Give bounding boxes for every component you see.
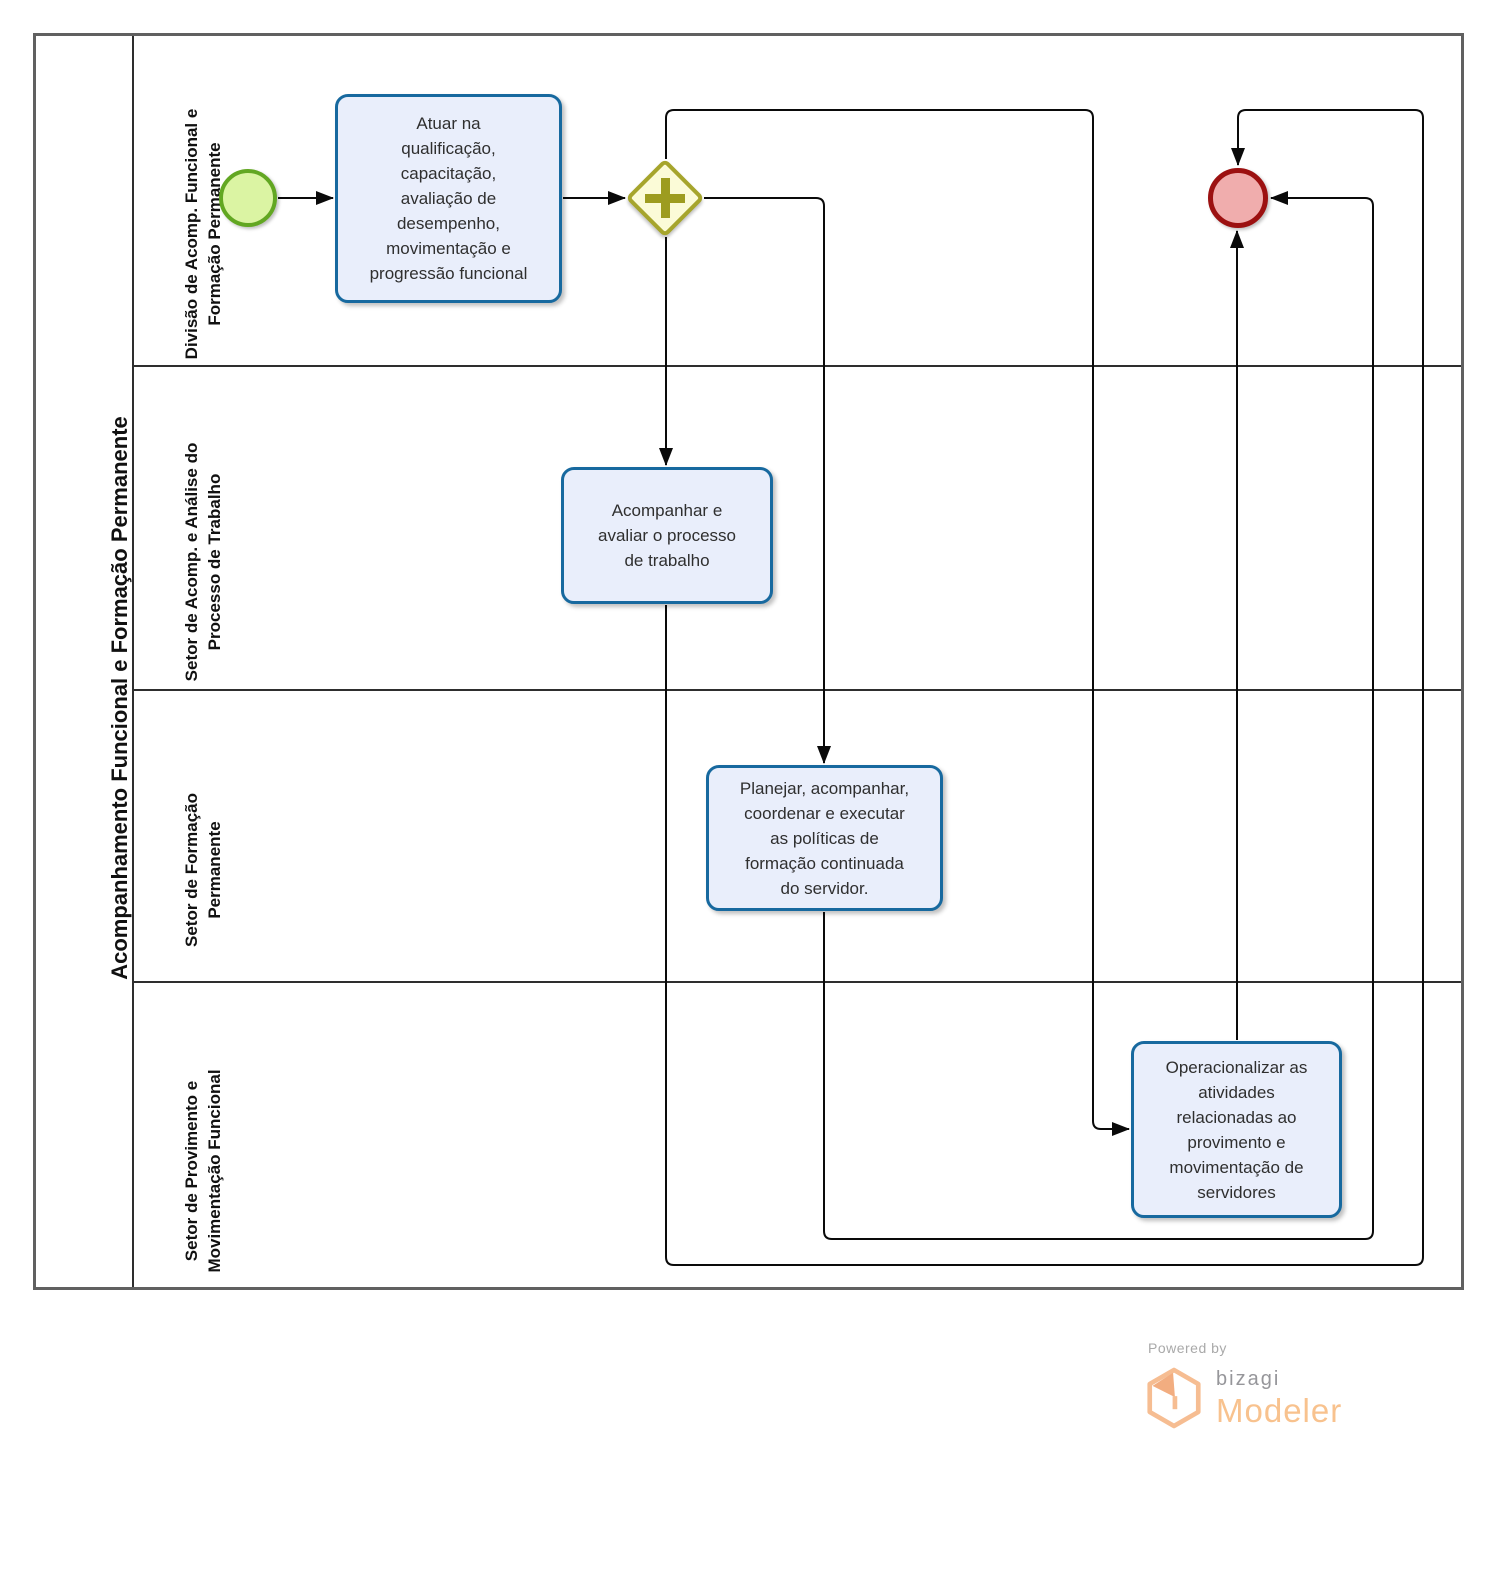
bizagi-wordmark: bizagi [1216, 1368, 1281, 1390]
task-operacionalizar: Operacionalizar as atividades relacionad… [1131, 1041, 1342, 1218]
powered-by-label: Powered by [1148, 1340, 1227, 1356]
lane-title-setor-formacao: Setor de Formação Permanente [182, 793, 224, 947]
parallel-gateway [625, 158, 705, 238]
start-event [219, 169, 277, 227]
plus-icon [660, 178, 670, 218]
end-event [1208, 168, 1268, 228]
lane-divider-3 [132, 981, 1461, 983]
lane-divider-2 [132, 689, 1461, 691]
lane-title-divisao-acomp-funcional: Divisão de Acomp. Funcional e Formação P… [182, 108, 224, 360]
bizagi-cube-icon [1147, 1367, 1201, 1429]
task-atuar: Atuar na qualificação, capacitação, aval… [335, 94, 562, 303]
lane-title-setor-acomp-analise: Setor de Acomp. e Análise do Processo de… [182, 442, 224, 682]
task-acompanhar: Acompanhar e avaliar o processo de traba… [561, 467, 773, 604]
pool-title-separator [132, 36, 134, 1287]
lane-title-setor-provimento: Setor de Provimento e Movimentação Funci… [182, 1069, 224, 1273]
bizagi-branding: Powered by bizagi Modeler [1146, 1340, 1426, 1430]
modeler-wordmark: Modeler [1216, 1392, 1343, 1429]
lane-divider-1 [132, 365, 1461, 367]
pool-title: Acompanhamento Funcional e Formação Perm… [107, 416, 132, 980]
task-planejar: Planejar, acompanhar, coordenar e execut… [706, 765, 943, 911]
